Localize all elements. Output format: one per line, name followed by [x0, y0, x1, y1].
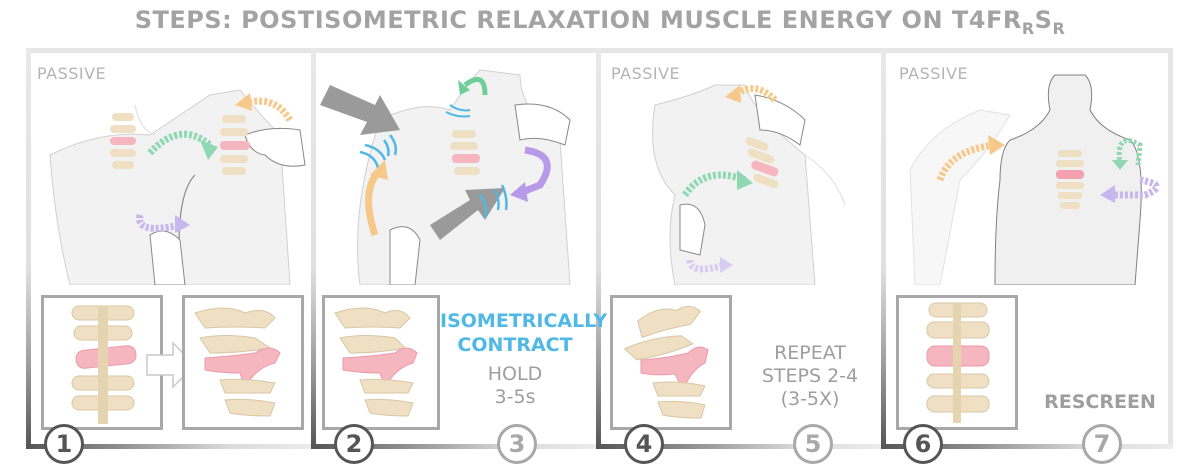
panel-4-bottom-bar — [881, 444, 1173, 449]
note-line: HOLD — [487, 363, 543, 385]
spine-front-view-icon — [926, 302, 990, 423]
spine-front-view-icon — [71, 305, 137, 424]
green-arrow-icon — [463, 76, 488, 96]
panel-2-inset-vertebrae — [322, 295, 440, 430]
panel-3-illustration — [652, 84, 846, 285]
step-7-badge: 7 — [1082, 424, 1122, 464]
panel-3-passive-label: PASSIVE — [611, 64, 681, 83]
step-6-badge: 6 — [903, 424, 943, 464]
vertebrae-icon — [110, 113, 136, 169]
note-line: 3-5s — [494, 386, 536, 408]
divider-2 — [596, 48, 601, 449]
hold-duration-note: HOLD 3-5s — [470, 363, 560, 409]
panel-3-inset-vertebrae — [610, 295, 732, 430]
step-1-badge: 1 — [44, 424, 84, 464]
divider-1 — [311, 48, 316, 449]
repeat-steps-note: REPEAT STEPS 2-4 (3-5X) — [740, 342, 880, 411]
title-subscript-2: R — [1052, 19, 1066, 38]
panel-4-passive-label: PASSIVE — [899, 64, 969, 83]
note-line: REPEAT — [774, 342, 846, 364]
purple-arrow-icon — [136, 214, 181, 232]
green-arrow-icon — [147, 130, 213, 156]
purple-arrow-icon — [518, 146, 551, 197]
panel-4-inset-vertebrae — [896, 295, 1018, 430]
title-main-text: STEPS: POSTISOMETRIC RELAXATION MUSCLE E… — [134, 6, 1022, 34]
step-2-badge: 2 — [334, 424, 374, 464]
note-line: ISOMETRICALLY — [440, 310, 608, 332]
spine-side-view-icon — [623, 305, 709, 419]
gray-arrow-lower-icon — [430, 188, 505, 240]
panel-2-illustration — [320, 69, 571, 285]
purple-arrow-icon — [686, 259, 726, 273]
spine-side-view-icon — [194, 307, 281, 417]
spine-side-view-icon — [334, 307, 418, 417]
note-line: STEPS 2-4 — [761, 365, 859, 387]
green-arrow-icon — [1116, 138, 1143, 166]
title-mid-text: S — [1034, 6, 1053, 34]
vertebrae-icon — [450, 130, 480, 175]
panel-1-left-bar — [26, 48, 31, 449]
panel-1-bottom-bar — [26, 444, 312, 449]
note-line: CONTRACT — [457, 334, 573, 356]
step-4-badge: 4 — [624, 424, 664, 464]
diagram-title: STEPS: POSTISOMETRIC RELAXATION MUSCLE E… — [0, 6, 1200, 38]
panel-2-bottom-bar — [311, 444, 597, 449]
isometric-contract-instruction: ISOMETRICALLY CONTRACT — [440, 309, 608, 357]
panel-1-illustration — [49, 89, 306, 285]
orange-arrow-icon — [936, 141, 996, 182]
rescreen-note: RESCREEN — [1044, 391, 1156, 413]
divider-3 — [881, 48, 886, 449]
panel-1-inset-rotated-vertebrae — [41, 295, 163, 430]
panel-3-bottom-bar — [596, 444, 882, 449]
purple-arrow-icon — [1110, 176, 1160, 199]
panel-1-passive-label: PASSIVE — [37, 64, 107, 83]
step-3-badge: 3 — [497, 424, 537, 464]
vertebrae-icon — [1056, 150, 1084, 209]
note-line: (3-5X) — [780, 388, 840, 410]
vertebrae-icon — [745, 137, 779, 189]
title-subscript-1: R — [1021, 19, 1035, 38]
vertebrae-icon — [220, 115, 250, 175]
panel-1-inset-flexed-vertebrae — [182, 295, 304, 430]
step-5-badge: 5 — [793, 424, 833, 464]
gray-arrow-upper-icon — [320, 85, 400, 135]
panel-4-illustration — [909, 74, 1160, 285]
